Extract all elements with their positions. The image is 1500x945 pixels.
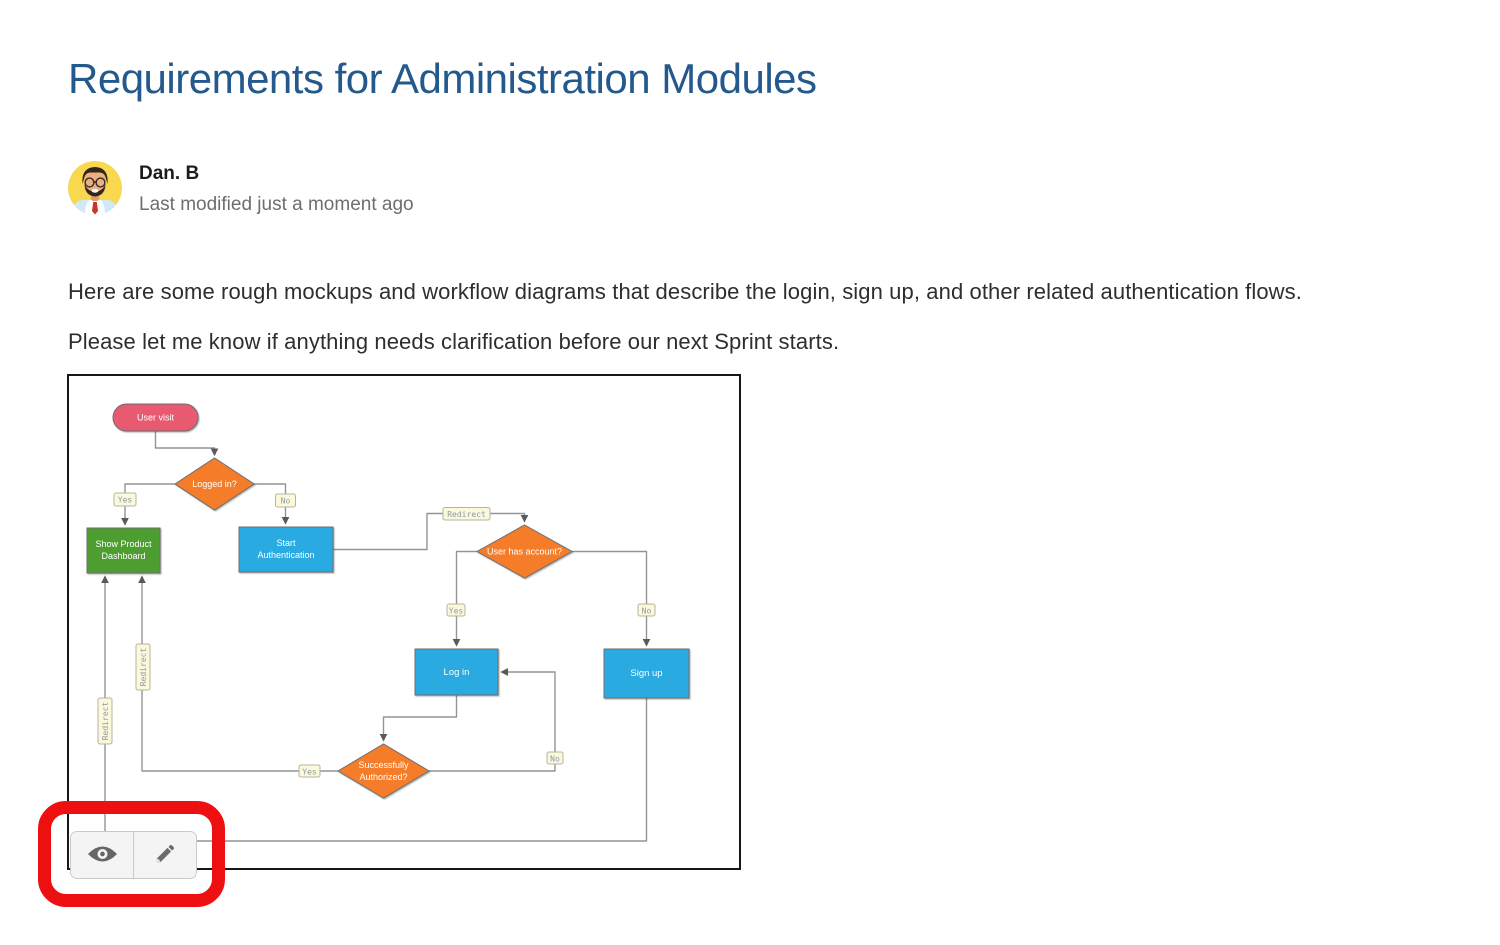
- edge-loggedin-yes-dashboard: [121, 483, 175, 526]
- edge-startauth-redirect-hasaccount: [333, 512, 529, 551]
- edge-label-redirect-signup: Redirect: [101, 702, 110, 741]
- auth-flowchart: Yes No Redirect Yes No Yes No Redirect R…: [86, 403, 690, 842]
- svg-text:Log in: Log in: [444, 667, 470, 678]
- flow-node-show-dashboard: Show Product Dashboard: [86, 527, 161, 574]
- edge-label-authorized-no: No: [550, 755, 560, 764]
- avatar: [68, 161, 122, 215]
- edge-signup-redirect-dashboard: [101, 575, 648, 842]
- edge-label-hasaccount-yes: Yes: [449, 607, 464, 616]
- edge-label-loggedin-no: No: [281, 497, 291, 506]
- byline: Dan. B Last modified just a moment ago: [68, 161, 414, 216]
- last-modified-text: Last modified just a moment ago: [139, 194, 414, 215]
- page-title: Requirements for Administration Modules: [68, 55, 817, 102]
- flow-node-log-in: Log in: [414, 648, 499, 696]
- edge-hasaccount-no-signup: [572, 550, 651, 647]
- edge-label-authorized-yes: Yes: [302, 768, 317, 777]
- author-name: Dan. B: [139, 163, 200, 184]
- avatar-illustration: [68, 161, 122, 215]
- svg-text:Sign up: Sign up: [630, 668, 662, 679]
- svg-text:Logged in?: Logged in?: [192, 479, 237, 489]
- flowchart-diagram-embed[interactable]: Yes No Redirect Yes No Yes No Redirect R…: [67, 374, 741, 879]
- svg-text:Successfully: Successfully: [358, 760, 409, 770]
- edge-hasaccount-yes-login: [452, 550, 477, 647]
- flow-node-sign-up: Sign up: [603, 648, 690, 699]
- flow-connectors: [101, 431, 651, 842]
- pencil-icon: [154, 842, 177, 868]
- svg-text:User visit: User visit: [137, 413, 175, 423]
- flow-node-user-has-account: User has account?: [475, 524, 574, 579]
- edge-label-loggedin-yes: Yes: [118, 496, 133, 505]
- edge-login-authorized: [379, 695, 458, 742]
- edge-loggedin-no-startauth: [254, 483, 290, 525]
- edge-label-redirect-auth: Redirect: [447, 510, 486, 519]
- eye-icon: [87, 844, 118, 867]
- flow-edge-labels: Yes No Redirect Yes No Yes No Redirect R…: [97, 492, 656, 778]
- edge-uservisit-loggedin: [154, 431, 219, 457]
- flow-node-logged-in: Logged in?: [174, 457, 255, 511]
- svg-text:Authentication: Authentication: [257, 550, 314, 560]
- edge-label-redirect-authorized: Redirect: [139, 648, 148, 687]
- flow-node-start-authentication: Start Authentication: [238, 526, 334, 573]
- svg-text:Start: Start: [276, 538, 296, 548]
- flow-node-user-visit: User visit: [112, 403, 199, 432]
- preview-diagram-button[interactable]: [71, 832, 133, 878]
- edit-diagram-button[interactable]: [133, 832, 196, 878]
- flow-nodes: User visit Logged in? Show Product Dashb…: [86, 403, 690, 799]
- edge-authorized-yes-dashboard: [138, 575, 338, 772]
- edge-authorized-no-login: [429, 668, 556, 772]
- paragraph-intro: Here are some rough mockups and workflow…: [68, 279, 1302, 304]
- edge-label-hasaccount-no: No: [642, 607, 652, 616]
- svg-text:Dashboard: Dashboard: [101, 551, 145, 561]
- paragraph-clarification: Please let me know if anything needs cla…: [68, 329, 840, 354]
- flow-node-successfully-authorized: Successfully Authorized?: [337, 743, 430, 799]
- svg-text:User has account?: User has account?: [487, 547, 562, 557]
- svg-text:Show Product: Show Product: [95, 539, 152, 549]
- svg-text:Authorized?: Authorized?: [359, 772, 407, 782]
- diagram-toolbar: [70, 831, 197, 879]
